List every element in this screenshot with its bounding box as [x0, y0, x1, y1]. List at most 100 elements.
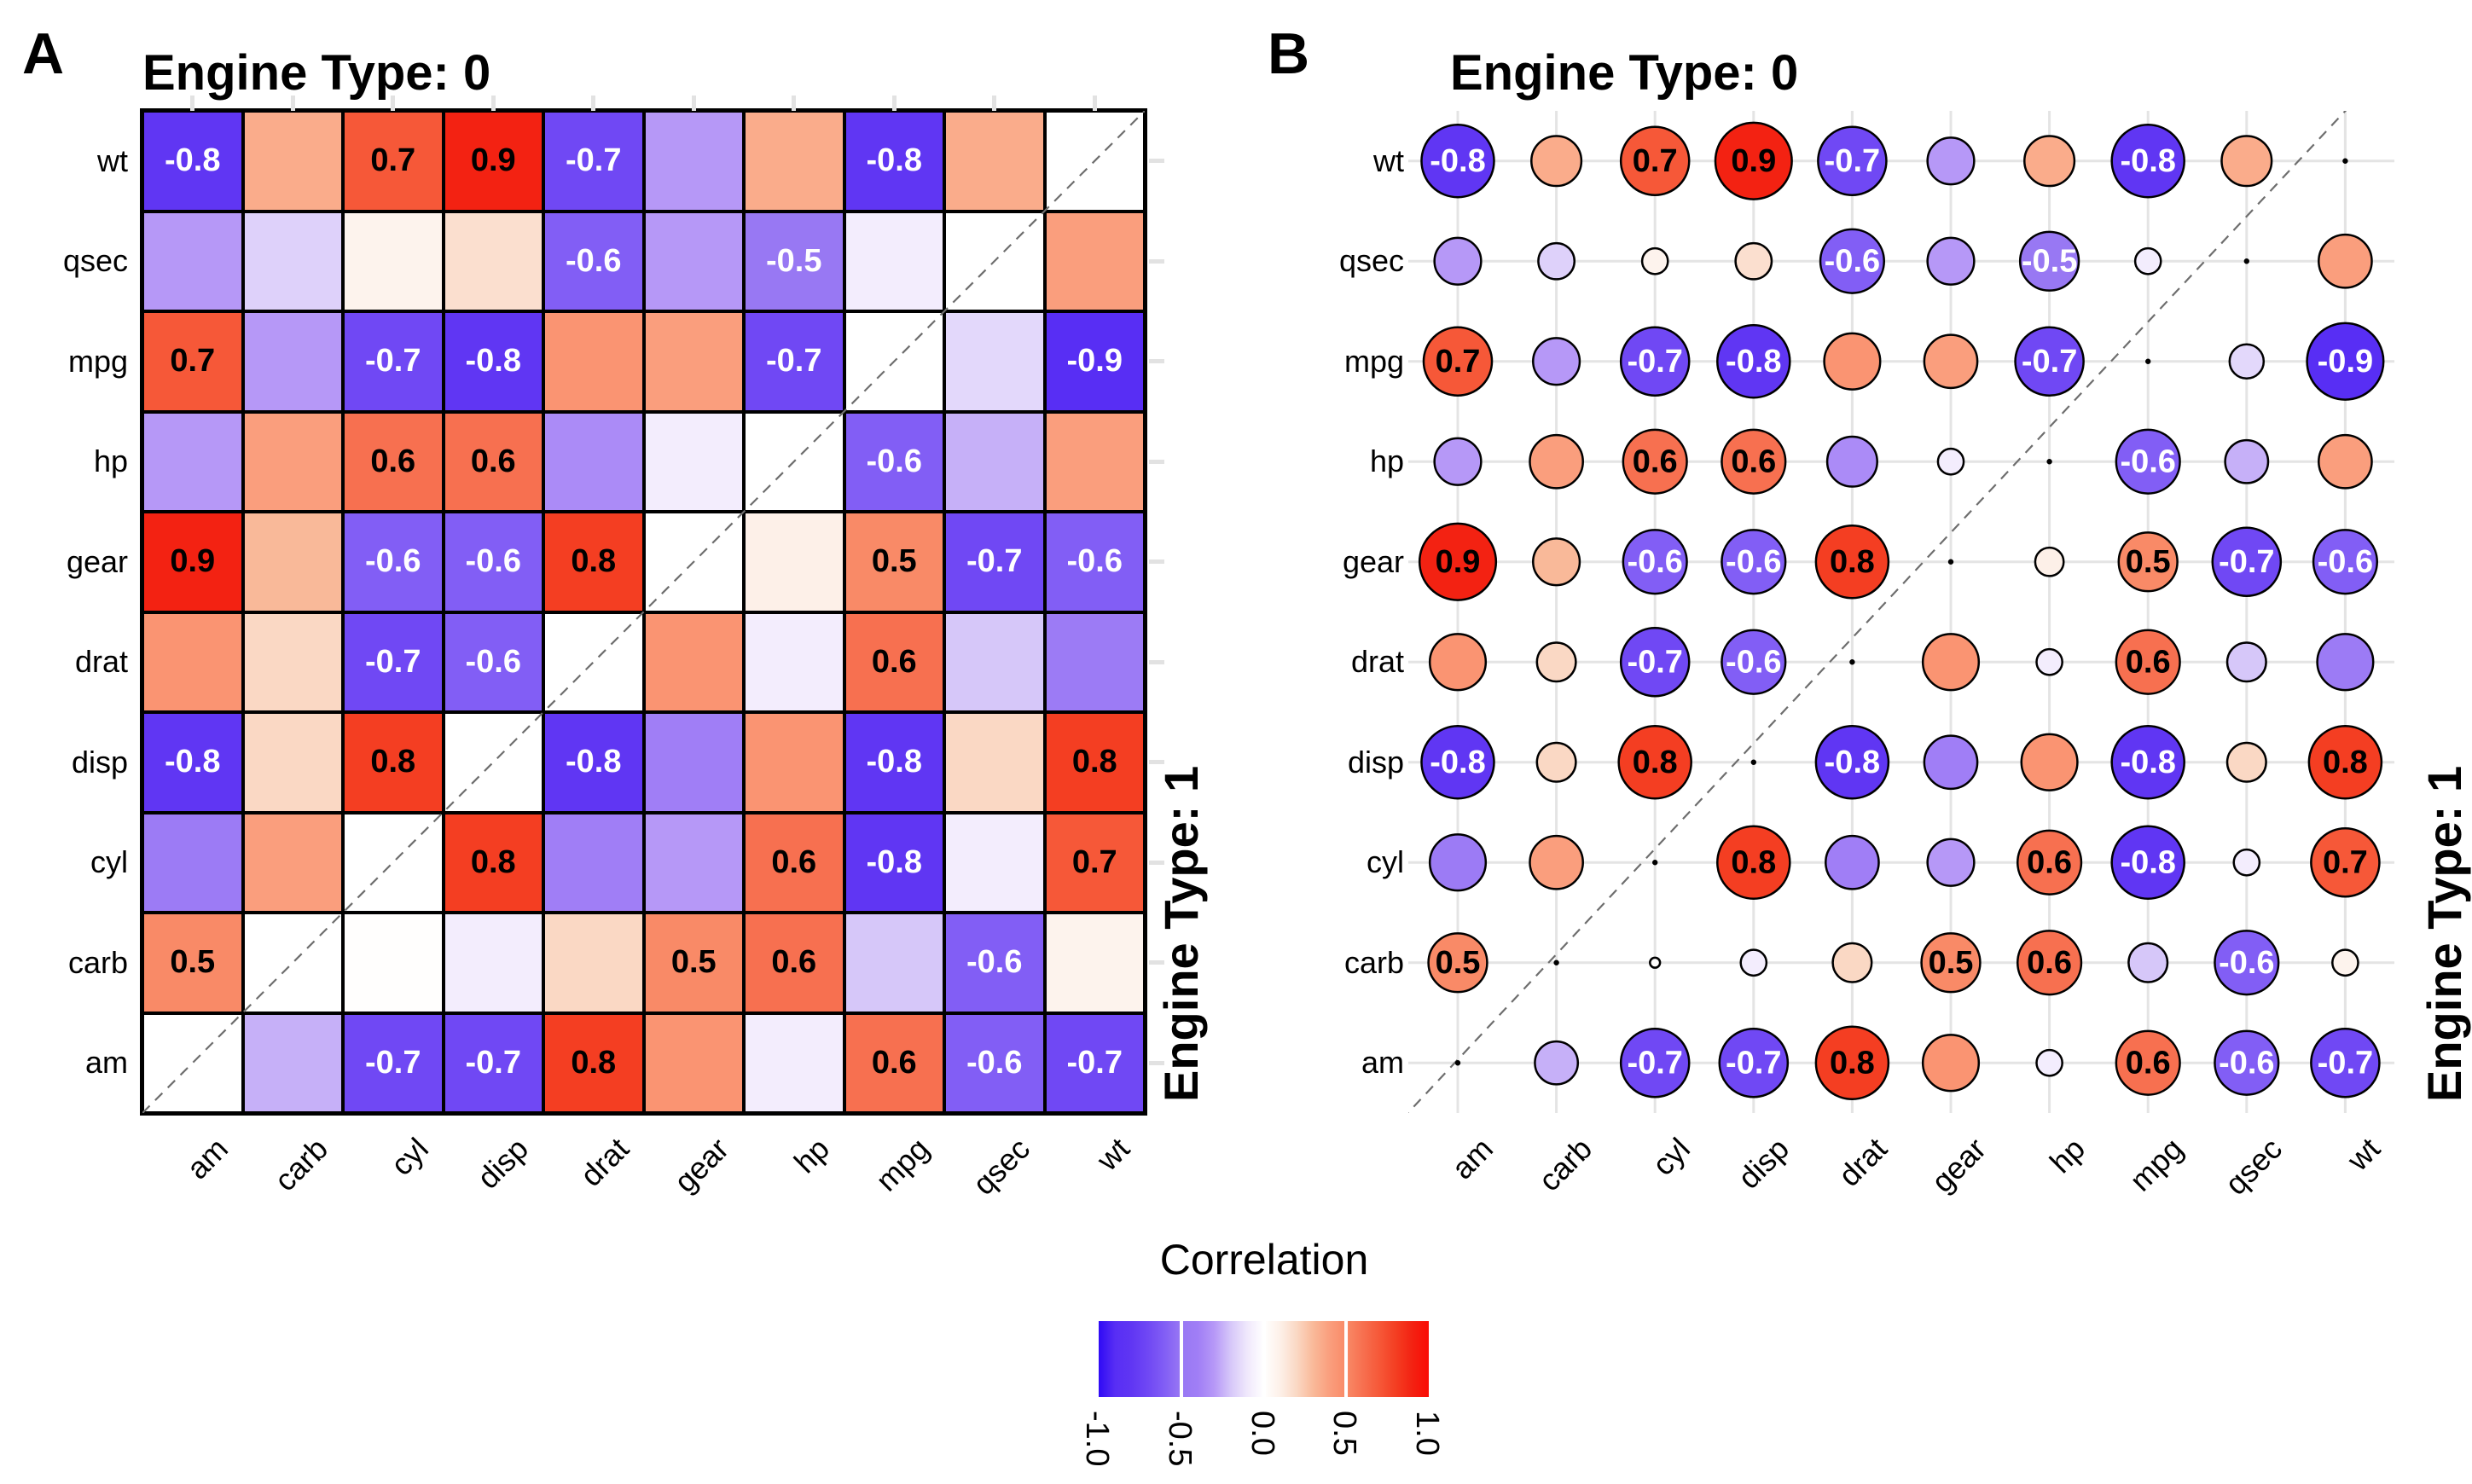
panel-a-top-tick: [792, 96, 797, 111]
panel-a-right-tick: [1149, 1060, 1164, 1065]
panel-b-xlabel-gear: gear: [1924, 1131, 1993, 1199]
corr-bubble-disp-drat: [1814, 724, 1890, 800]
corr-value-label: 0.8: [571, 543, 617, 580]
corr-value-label: -0.7: [966, 543, 1023, 580]
corr-bubble-gear-am: [1418, 522, 1498, 601]
panel-a-xlabel-hp: hp: [786, 1131, 836, 1180]
panel-a-ylabel-drat: drat: [74, 644, 128, 680]
corr-tile-mpg-gear: [643, 311, 744, 412]
panel-a-right-tick: [1149, 860, 1164, 865]
corr-bubble-hp-drat: [1825, 435, 1878, 488]
corr-tile-wt-hp: [744, 111, 844, 212]
corr-value-label: -0.7: [2318, 1045, 2373, 1081]
corr-tile-wt-mpg: -0.8: [844, 111, 944, 212]
corr-value-label: 0.5: [871, 543, 917, 580]
corr-bubble-wt-gear: [1926, 136, 1976, 186]
corr-value-label: -0.7: [365, 1044, 421, 1081]
diagonal-dot: [2342, 158, 2348, 164]
panel-a-top-tick: [190, 96, 195, 111]
corr-tile-qsec-wt: [1044, 211, 1145, 311]
panel-a-facet-title: Engine Type: 0: [142, 45, 491, 101]
corr-value-label: -0.6: [2318, 544, 2373, 580]
panel-a-ylabel-cyl: cyl: [90, 844, 128, 880]
panel-a-right-tick: [1149, 659, 1164, 664]
corr-tile-mpg-am: 0.7: [142, 311, 243, 412]
corr-tile-disp-cyl: 0.8: [343, 712, 444, 813]
panel-a-ylabel-qsec: qsec: [62, 243, 128, 279]
corr-value-label: -0.7: [566, 142, 622, 179]
corr-value-label: 0.8: [1633, 745, 1678, 780]
corr-tile-mpg-wt: -0.9: [1044, 311, 1145, 412]
corr-tile-drat-gear: [643, 612, 744, 712]
corr-value-label: 0.7: [1436, 344, 1481, 380]
corr-bubble-mpg-drat: [1823, 332, 1882, 391]
corr-value-label: -0.8: [1430, 745, 1485, 780]
panel-a-xlabel-wt: wt: [1089, 1131, 1137, 1178]
corr-tile-hp-wt: [1044, 411, 1145, 512]
panel-a-xlabel-qsec: qsec: [965, 1131, 1036, 1202]
corr-bubble-drat-carb: [1535, 641, 1577, 683]
panel-a-xlabel-drat: drat: [572, 1131, 635, 1193]
corr-bubble-qsec-hp: [2018, 230, 2080, 292]
corr-tile-hp-drat: [543, 411, 644, 512]
corr-tile-gear-gear: [643, 512, 744, 612]
corr-value-label: 0.5: [170, 944, 216, 981]
corr-bubble-hp-gear: [1936, 447, 1965, 476]
corr-tile-disp-drat: -0.8: [543, 712, 644, 813]
corr-bubble-drat-qsec: [2225, 641, 2267, 683]
corr-bubble-drat-cyl: [1619, 626, 1691, 698]
corr-bubble-am-gear: [1921, 1034, 1981, 1093]
corr-value-label: -0.8: [866, 142, 922, 179]
corr-bubble-hp-wt: [2318, 433, 2373, 490]
corr-value-label: -0.8: [1726, 344, 1781, 380]
corr-value-label: 0.5: [670, 944, 717, 981]
panel-a-right-tick: [1149, 559, 1164, 565]
panel-b-xlabel-carb: carb: [1531, 1131, 1599, 1198]
corr-value-label: -0.8: [2120, 143, 2175, 179]
panel-b-ylabel-gear: gear: [1342, 543, 1404, 579]
corr-tile-carb-mpg: [844, 913, 944, 1013]
corr-bubble-gear-drat: [1814, 524, 1890, 600]
corr-bubble-mpg-disp: [1716, 323, 1791, 399]
corr-value-label: 0.6: [370, 443, 416, 479]
corr-tile-mpg-carb: [242, 311, 343, 412]
corr-tile-qsec-carb: [242, 211, 343, 311]
corr-value-label: -0.8: [2120, 844, 2175, 880]
corr-bubble-wt-qsec: [2220, 135, 2273, 188]
corr-value-label: 0.8: [1830, 544, 1875, 580]
corr-bubble-hp-disp: [1721, 428, 1787, 495]
panel-b-facet-title: Engine Type: 0: [1450, 45, 1799, 101]
corr-tile-hp-hp: [744, 411, 844, 512]
corr-value-label: -0.7: [1627, 1045, 1682, 1081]
corr-value-label: 0.6: [470, 443, 516, 479]
corr-tile-carb-am: 0.5: [142, 913, 243, 1013]
diagonal-dot: [1454, 1060, 1461, 1066]
corr-value-label: -0.9: [1066, 343, 1123, 380]
corr-tile-disp-disp: [443, 712, 543, 813]
corr-value-label: -0.6: [465, 543, 521, 580]
corr-tile-drat-carb: [242, 612, 343, 712]
panel-a-top-tick: [1092, 96, 1097, 111]
corr-tile-wt-cyl: 0.7: [343, 111, 444, 212]
panel-a-top-tick: [992, 96, 997, 111]
corr-bubble-mpg-wt: [2306, 322, 2385, 401]
corr-tile-mpg-qsec: [944, 311, 1045, 412]
legend-break-tick: [1344, 1321, 1349, 1397]
panel-b-ylabel-wt: wt: [1373, 142, 1404, 178]
corr-tile-mpg-drat: [543, 311, 644, 412]
corr-tile-qsec-mpg: [844, 211, 944, 311]
diagonal-dot: [1947, 559, 1954, 565]
corr-value-label: -0.6: [2219, 945, 2274, 981]
corr-bubble-cyl-gear: [1926, 838, 1976, 887]
corr-value-label: 0.6: [871, 643, 917, 680]
corr-bubble-qsec-am: [1433, 236, 1483, 286]
corr-value-label: -0.7: [1627, 344, 1682, 380]
diagonal-dot: [1849, 659, 1855, 665]
corr-bubble-gear-wt: [2312, 529, 2378, 595]
panel-a-right-tick: [1149, 258, 1164, 264]
corr-value-label: -0.5: [2022, 243, 2077, 279]
corr-tile-hp-mpg: -0.6: [844, 411, 944, 512]
corr-tile-disp-hp: [744, 712, 844, 813]
corr-value-label: 0.8: [1830, 1045, 1875, 1081]
